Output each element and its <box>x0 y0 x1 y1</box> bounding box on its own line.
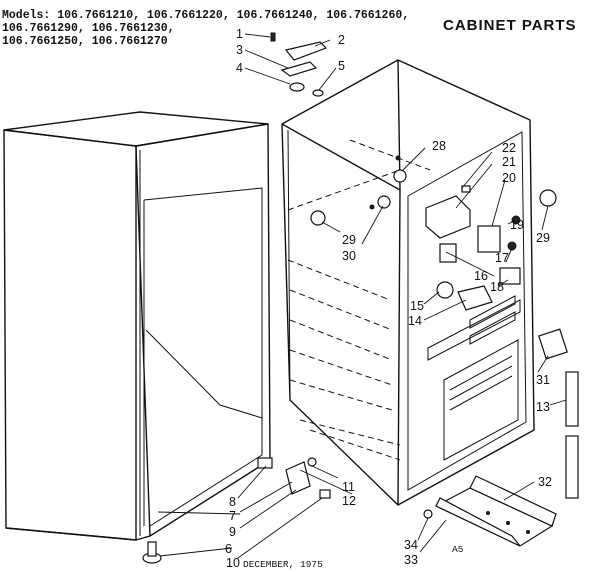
outer-cabinet-shell <box>3 111 271 541</box>
revision-date: DECEMBER, 1975 <box>243 559 323 570</box>
models-line-1: Models: 106.7661210, 106.7661220, 106.76… <box>2 9 409 22</box>
trim-strips <box>565 371 579 499</box>
callout-31: 31 <box>536 373 550 387</box>
callout-17: 17 <box>495 251 509 265</box>
callout-34: 34 <box>404 538 418 552</box>
callout-28: 28 <box>432 139 446 153</box>
callout-4: 4 <box>236 61 243 75</box>
callout-16: 16 <box>474 269 488 283</box>
callout-2: 2 <box>338 33 345 47</box>
callout-9: 9 <box>229 525 236 539</box>
page-code: A5 <box>452 544 464 555</box>
callout-29-right: 29 <box>536 231 550 245</box>
callout-30: 30 <box>342 249 356 263</box>
leader-lines <box>157 33 567 559</box>
cabinet-liner <box>281 59 535 506</box>
control-components <box>310 169 568 360</box>
callout-32: 32 <box>538 475 552 489</box>
base-rail <box>423 475 557 547</box>
top-hinge-assembly <box>270 32 328 97</box>
models-line-2: 106.7661290, 106.7661230, <box>2 22 175 35</box>
callout-11: 11 <box>342 480 355 494</box>
models-line-3: 106.7661250, 106.7661270 <box>2 35 168 48</box>
callout-10: 10 <box>226 556 240 570</box>
callout-22: 22 <box>502 141 516 155</box>
callout-numbers: 1 2 3 4 5 6 7 8 9 10 11 12 13 14 15 16 1… <box>225 27 552 570</box>
bottom-hinge-assembly <box>142 457 331 564</box>
callout-21: 21 <box>502 155 516 169</box>
callout-6: 6 <box>225 542 232 556</box>
callout-1: 1 <box>236 27 243 41</box>
callout-33: 33 <box>404 553 418 567</box>
callout-19: 19 <box>510 218 524 232</box>
callout-3: 3 <box>236 43 243 57</box>
callout-5: 5 <box>338 59 345 73</box>
callout-7: 7 <box>229 509 236 523</box>
callout-12: 12 <box>342 494 356 508</box>
callout-8: 8 <box>229 495 236 509</box>
callout-29-left: 29 <box>342 233 356 247</box>
callout-20: 20 <box>502 171 516 185</box>
callout-13: 13 <box>536 400 550 414</box>
callout-14: 14 <box>408 314 422 328</box>
callout-18: 18 <box>490 280 504 294</box>
callout-15: 15 <box>410 299 424 313</box>
page-title: CABINET PARTS <box>443 17 577 34</box>
